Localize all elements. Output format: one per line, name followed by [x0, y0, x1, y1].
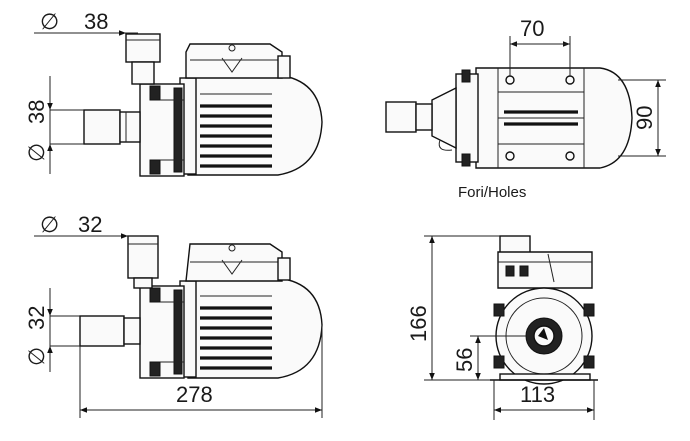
dimension-label-outlet-32: 32	[24, 306, 49, 330]
front-view	[490, 235, 598, 385]
dimension-inlet-38: ∅ 38	[34, 9, 138, 36]
dimension-label-56: 56	[452, 348, 477, 372]
dimension-label-90: 90	[632, 106, 657, 130]
diameter-symbol: ∅	[40, 212, 59, 237]
holes-label: Fori/Holes	[458, 184, 526, 201]
dimension-label-113: 113	[520, 382, 555, 407]
dimension-width-113: 113	[493, 380, 595, 420]
dimension-height-166: 166	[406, 235, 500, 381]
diameter-symbol: ∅	[24, 347, 49, 366]
diameter-symbol: ∅	[24, 143, 49, 162]
dimension-label-70: 70	[520, 16, 544, 41]
dimension-outlet-32: 32 ∅	[24, 288, 80, 372]
dimension-axis-56: 56	[452, 335, 526, 380]
top-view	[385, 67, 633, 169]
dimension-label-inlet-32: 32	[78, 212, 102, 237]
dimension-height-90: 90	[618, 79, 666, 157]
side-view-top	[83, 33, 323, 177]
dimension-label-166: 166	[406, 305, 431, 342]
diameter-symbol: ∅	[40, 9, 59, 34]
dimension-width-70: 70	[509, 16, 571, 76]
dimension-length-278: 278	[79, 325, 323, 418]
dimension-inlet-32: ∅ 32	[34, 212, 140, 239]
dimension-label-278: 278	[176, 382, 213, 407]
dimension-label-inlet: 38	[84, 9, 108, 34]
dimension-outlet-38: 38 ∅	[24, 76, 84, 174]
side-view-bottom	[79, 235, 323, 379]
dimension-label-outlet: 38	[24, 100, 49, 124]
